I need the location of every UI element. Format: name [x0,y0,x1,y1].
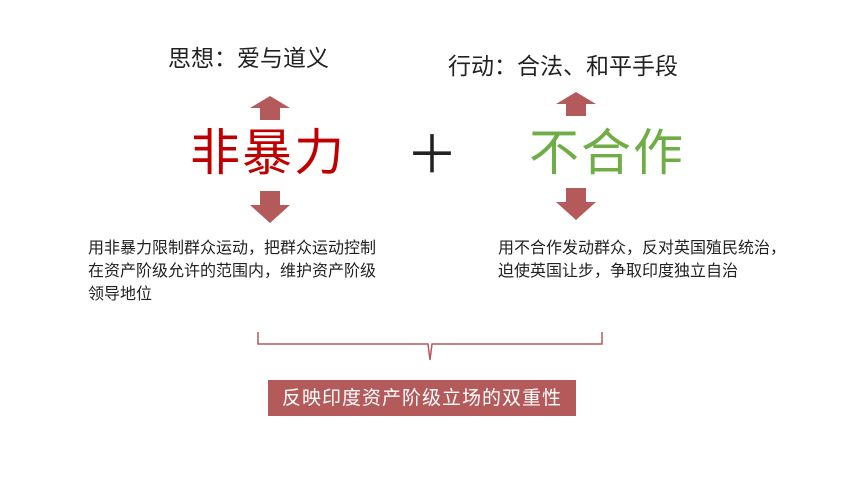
plus-sign: ＋ [406,126,459,186]
left-keyword: 非暴力 [190,124,346,182]
right-top-label: 行动：合法、和平手段 [448,54,678,80]
arrow-up-icon [250,96,290,120]
right-keyword: 不合作 [529,124,685,182]
arrow-down-icon [556,188,596,220]
right-description: 用不合作发动群众，反对英国殖民统治，迫使英国让步，争取印度独立自治 [498,238,787,280]
conclusion-box: 反映印度资产阶级立场的双重性 [268,380,577,416]
left-description: 用非暴力限制群众运动，把群众运动控制在资产阶级允许的范围内，维护资产阶级领导地位 [88,238,377,303]
left-top-label: 思想：爱与道义 [168,46,329,72]
arrow-up-icon [556,92,596,116]
arrow-down-icon [250,191,290,223]
curly-brace-icon [256,330,604,370]
